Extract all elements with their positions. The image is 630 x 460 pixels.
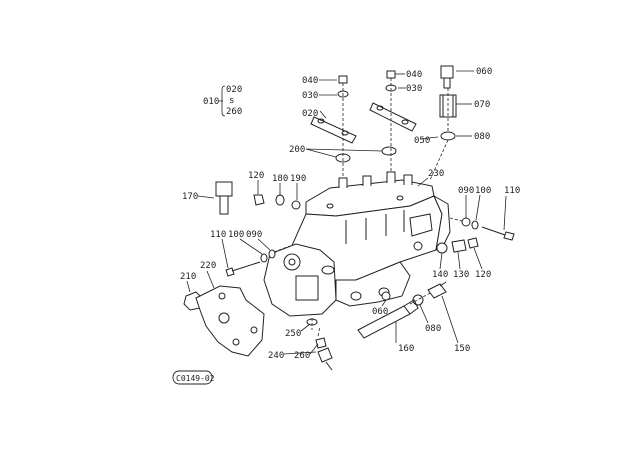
right-clamp <box>369 102 417 132</box>
label-260: 260 <box>294 351 310 361</box>
washer-140 <box>436 242 448 254</box>
injection-pump-body <box>263 171 451 317</box>
washer-080-top <box>440 131 456 141</box>
right-nut-040 <box>386 70 396 79</box>
label-150: 150 <box>454 344 470 354</box>
label-070: 070 <box>474 100 490 110</box>
washer-100-right <box>471 220 479 230</box>
label-040-right: 040 <box>406 70 422 80</box>
leader-lines <box>186 70 507 355</box>
part-labels: 040 030 020 040 030 060 070 080 050 200 … <box>180 67 520 361</box>
fitting-180 <box>275 194 285 206</box>
label-190: 190 <box>290 174 306 184</box>
bolt-110-left <box>225 261 261 277</box>
label-080-lower: 080 <box>425 324 441 334</box>
label-160: 160 <box>398 344 414 354</box>
bolt-110-right <box>481 226 515 241</box>
label-050: 050 <box>414 136 430 146</box>
group-bracket: 010 020 s 260 <box>203 85 242 117</box>
label-060-lower: 060 <box>372 307 388 317</box>
fitting-150 <box>427 281 447 299</box>
left-clamp-020 <box>310 116 357 144</box>
label-090-right: 090 <box>458 186 474 196</box>
bolt-170 <box>215 181 233 215</box>
washer-090-left <box>268 249 276 259</box>
label-220: 220 <box>200 261 216 271</box>
label-110-left: 110 <box>210 230 226 240</box>
group-separator: s <box>229 96 234 106</box>
fitting-130 <box>451 239 467 253</box>
label-060-top: 060 <box>476 67 492 77</box>
label-080-top: 080 <box>474 132 490 142</box>
label-040-left: 040 <box>302 76 318 86</box>
washer-100-left <box>260 253 268 263</box>
fitting-260 <box>315 337 327 349</box>
bolt-060 <box>440 65 454 89</box>
label-020: 020 <box>302 109 318 119</box>
fitting-120-right <box>467 237 479 249</box>
label-120-right: 120 <box>475 270 491 280</box>
group-main-number: 010 <box>203 97 219 107</box>
label-090-left: 090 <box>246 230 262 240</box>
label-240: 240 <box>268 351 284 361</box>
label-140: 140 <box>432 270 448 280</box>
washer-060-lower <box>381 291 391 301</box>
label-210: 210 <box>180 272 196 282</box>
drawing-code-text: C0149-02 <box>176 374 215 383</box>
label-120-top: 120 <box>248 171 264 181</box>
label-030-right: 030 <box>406 84 422 94</box>
label-100-right: 100 <box>475 186 491 196</box>
washers-200 <box>335 146 397 163</box>
group-last-number: 260 <box>226 107 242 117</box>
group-first-number: 020 <box>226 85 242 95</box>
label-030-left: 030 <box>302 91 318 101</box>
washer-090-right <box>461 217 471 227</box>
label-200: 200 <box>289 145 305 155</box>
fitting-120-top <box>253 194 265 206</box>
label-250: 250 <box>285 329 301 339</box>
left-nut-040 <box>338 75 348 84</box>
label-180: 180 <box>272 174 288 184</box>
fitting-190 <box>291 200 301 210</box>
label-170: 170 <box>182 192 198 202</box>
drawing-code-badge: C0149-02 <box>172 370 215 385</box>
pipe-160 <box>357 299 419 339</box>
plate-220 <box>195 285 265 357</box>
label-110-right: 110 <box>504 186 520 196</box>
label-230: 230 <box>428 169 444 179</box>
screw-240 <box>317 347 333 371</box>
label-100-left: 100 <box>228 230 244 240</box>
label-130: 130 <box>453 270 469 280</box>
